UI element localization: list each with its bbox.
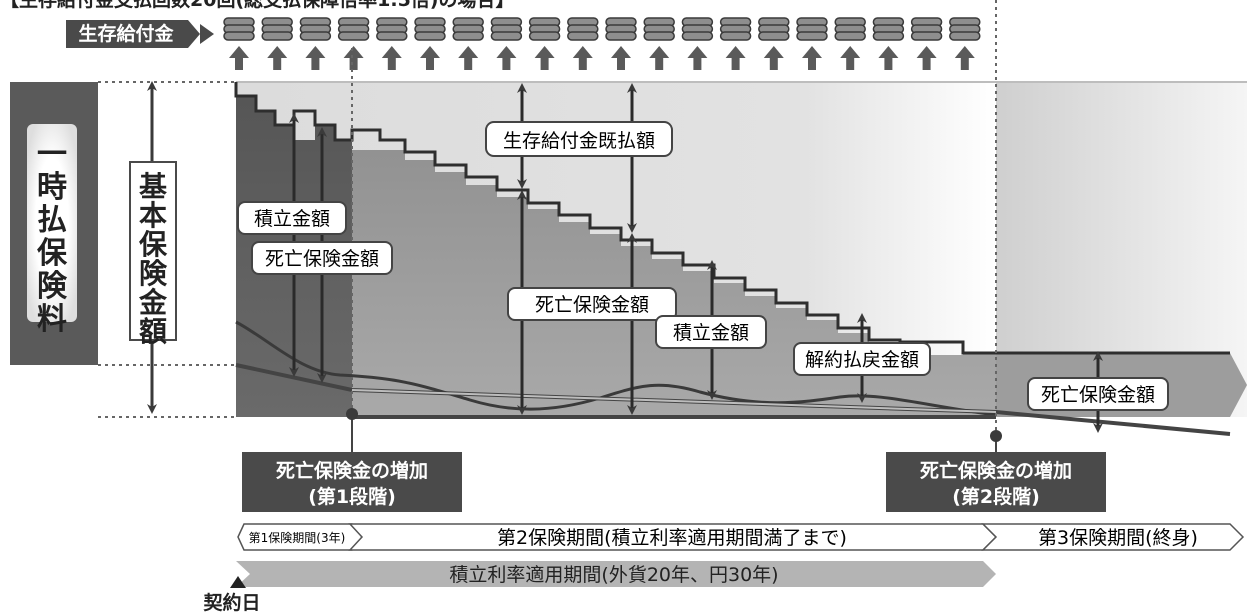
increase-stage2-box: 死亡保険金の増加 (第2段階) bbox=[886, 452, 1106, 512]
coin-stack-icon bbox=[643, 17, 675, 70]
callout-accumulation-amount-2: 積立金額 bbox=[655, 315, 767, 349]
up-arrow-icon bbox=[878, 46, 899, 70]
basic-sum-label: 基本保険金額 bbox=[138, 170, 168, 348]
coin-stack-icon bbox=[567, 17, 599, 70]
coin-stack-icon bbox=[376, 17, 408, 70]
coin-stack-icon bbox=[910, 17, 943, 70]
up-arrow-icon bbox=[725, 46, 746, 70]
coin-stack-icon bbox=[528, 17, 561, 70]
coin-stack-icon bbox=[872, 17, 905, 70]
single-premium-block: 一時払保険料 bbox=[10, 82, 98, 365]
basic-sum-box bbox=[129, 161, 177, 341]
svg-text:死亡保険金額: 死亡保険金額 bbox=[1041, 384, 1155, 406]
interest-period-label: 積立利率適用期間(外貨20年、円30年) bbox=[449, 564, 778, 586]
coin-stack-icon bbox=[834, 17, 866, 70]
coin-stack-icon bbox=[605, 17, 637, 70]
coin-stacks bbox=[223, 17, 981, 70]
up-arrow-icon bbox=[305, 46, 326, 70]
diagram-title: 【生存給付金支払回数20回(総支払保障倍率1.5倍)の場合】 bbox=[0, 0, 514, 11]
contract-date-label: 契約日 bbox=[202, 591, 260, 614]
svg-text:死亡保険金の増加: 死亡保険金の増加 bbox=[276, 459, 428, 482]
coin-stack-icon bbox=[337, 17, 370, 70]
up-arrow-icon bbox=[381, 46, 402, 70]
callout-paid-survival-benefit: 生存給付金既払額 bbox=[485, 121, 673, 157]
coin-stack-icon bbox=[414, 17, 446, 70]
coin-stack-icon bbox=[949, 17, 981, 70]
callout-death-benefit-2: 死亡保険金額 bbox=[507, 287, 677, 321]
up-arrow-icon bbox=[687, 46, 708, 70]
up-arrow-icon bbox=[496, 46, 517, 70]
svg-text:死亡保険金額: 死亡保険金額 bbox=[535, 294, 649, 316]
svg-text:積立金額: 積立金額 bbox=[673, 322, 749, 344]
up-arrow-icon bbox=[229, 46, 249, 70]
up-arrow-icon bbox=[611, 46, 631, 70]
up-arrow-icon bbox=[649, 46, 670, 70]
svg-text:(第1段階): (第1段階) bbox=[308, 485, 396, 508]
coin-stack-icon bbox=[452, 17, 484, 70]
coin-stack-icon bbox=[261, 17, 293, 70]
up-arrow-icon bbox=[916, 46, 937, 70]
svg-text:積立金額: 積立金額 bbox=[254, 208, 330, 230]
coin-stack-icon bbox=[796, 17, 828, 70]
coin-stack-icon bbox=[719, 17, 752, 70]
up-arrow-icon bbox=[572, 46, 593, 70]
callout-accumulation-amount-1: 積立金額 bbox=[237, 201, 347, 235]
staircase-area bbox=[236, 82, 1230, 417]
up-arrow-icon bbox=[840, 46, 861, 70]
up-arrow-icon bbox=[343, 46, 364, 70]
callout-death-benefit-3: 死亡保険金額 bbox=[1027, 377, 1169, 411]
period3-label: 第3保険期間(終身) bbox=[1038, 527, 1198, 549]
up-arrow-icon bbox=[420, 46, 440, 70]
up-arrow-icon bbox=[267, 46, 288, 70]
single-premium-label: 一時払保険料 bbox=[37, 137, 68, 337]
up-arrow-icon bbox=[458, 46, 479, 70]
coin-stack-icon bbox=[490, 17, 523, 70]
callout-death-benefit-1: 死亡保険金額 bbox=[251, 241, 393, 275]
survival-benefit-tag: 生存給付金 bbox=[66, 20, 214, 48]
increase-stage1-box: 死亡保険金の増加 (第1段階) bbox=[242, 452, 462, 512]
interest-period-bar: 積立利率適用期間(外貨20年、円30年) bbox=[236, 561, 996, 587]
svg-text:(第2段階): (第2段階) bbox=[952, 485, 1040, 508]
callout-surrender-value: 解約払戻金額 bbox=[793, 342, 931, 376]
contract-date-marker bbox=[230, 576, 246, 588]
coin-stack-icon bbox=[223, 17, 255, 70]
period1-label: 第1保険期間(3年) bbox=[249, 531, 346, 545]
coin-stack-icon bbox=[299, 17, 332, 70]
coin-stack-icon bbox=[681, 17, 714, 70]
svg-text:死亡保険金額: 死亡保険金額 bbox=[265, 248, 379, 270]
up-arrow-icon bbox=[534, 46, 555, 70]
svg-text:解約払戻金額: 解約払戻金額 bbox=[805, 349, 919, 371]
coin-stack-icon bbox=[758, 17, 790, 70]
up-arrow-icon bbox=[802, 46, 822, 70]
period-bar: 第1保険期間(3年) 第2保険期間(積立利率適用期間満了まで) 第3保険期間(終… bbox=[237, 523, 1245, 551]
survival-benefit-tag-label: 生存給付金 bbox=[78, 22, 174, 45]
staircase-outline bbox=[234, 82, 1230, 355]
up-arrow-icon bbox=[763, 46, 784, 70]
period2-label: 第2保険期間(積立利率適用期間満了まで) bbox=[497, 527, 847, 549]
up-arrow-icon bbox=[954, 46, 975, 70]
svg-text:生存給付金既払額: 生存給付金既払額 bbox=[503, 130, 655, 152]
svg-text:死亡保険金の増加: 死亡保険金の増加 bbox=[920, 459, 1072, 482]
